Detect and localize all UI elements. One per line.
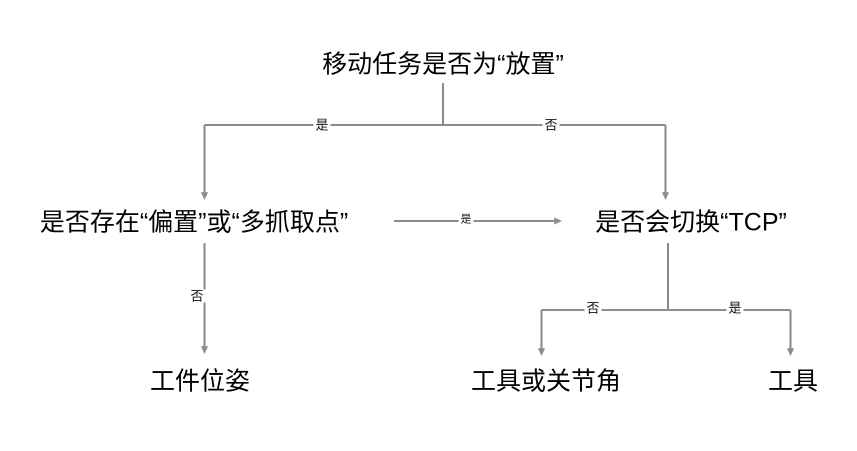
edge-label-right-decision-yes: 是 (726, 300, 744, 316)
edge-label-root-yes: 是 (313, 117, 331, 133)
node-leaf-tool: 工具 (767, 367, 819, 396)
node-root-decision: 移动任务是否为“放置” (322, 50, 564, 79)
node-leaf-workpiece-pose: 工件位姿 (149, 367, 251, 396)
edge-label-left-decision-no: 否 (188, 288, 206, 304)
edge-label-root-no: 否 (542, 117, 560, 133)
node-right-decision: 是否会切换“TCP” (595, 208, 787, 237)
node-left-decision: 是否存在“偏置”或“多抓取点” (39, 208, 349, 237)
edge-label-left-to-right-yes: 是 (458, 213, 474, 226)
edge-label-right-decision-no: 否 (584, 300, 602, 316)
node-leaf-tool-or-joint-angle: 工具或关节角 (470, 367, 622, 396)
